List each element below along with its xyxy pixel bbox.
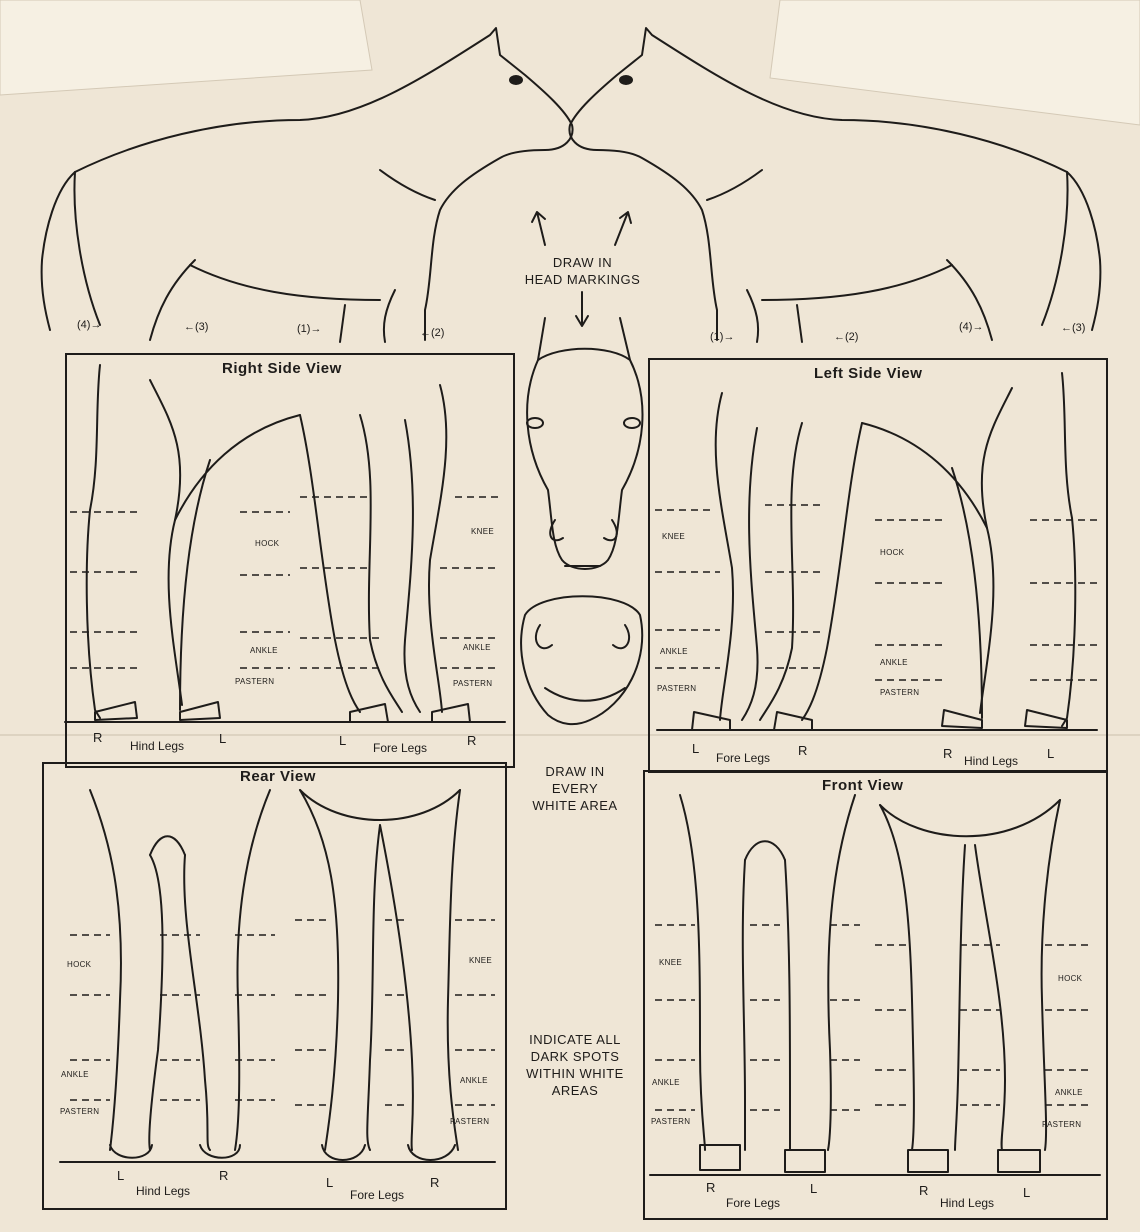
right-horse-marker-3: ←(3) <box>184 321 208 333</box>
rear-ankle-fore-label: ANKLE <box>460 1076 488 1085</box>
arrow-to-face <box>576 292 588 326</box>
left-horse-fore-leg-b <box>747 290 758 342</box>
front-knee-label: KNEE <box>659 958 682 967</box>
right-side-hind-l: L <box>219 731 226 746</box>
right-horse-eye <box>510 76 522 84</box>
face-eye-right <box>624 418 640 428</box>
left-horse-marker-1: (1)→ <box>710 331 734 343</box>
left-side-hind-r: R <box>943 746 952 761</box>
right-horse-marker-4: (4)→ <box>77 319 101 331</box>
front-fore-r: R <box>706 1180 715 1195</box>
left-horse-marker-3: ←(3) <box>1061 322 1085 334</box>
left-side-pastern-fore-label: PASTERN <box>657 684 696 693</box>
arrow-to-right-head <box>532 212 545 245</box>
left-side-knee-label: KNEE <box>662 532 685 541</box>
left-horse-marker-4: (4)→ <box>959 321 983 333</box>
left-side-hind-caption: Hind Legs <box>964 754 1018 768</box>
instruction-head-markings: DRAW IN HEAD MARKINGS <box>515 254 650 288</box>
rear-pastern-hind-label: PASTERN <box>60 1107 99 1116</box>
paper-sheet-right <box>770 0 1140 125</box>
right-side-fore-r: R <box>467 733 476 748</box>
front-hind-l: L <box>1023 1185 1030 1200</box>
muzzle-nostrils <box>536 625 629 648</box>
right-side-knee-label: KNEE <box>471 527 494 536</box>
face-eye-left <box>527 418 543 428</box>
right-side-ankle-hind-label: ANKLE <box>250 646 278 655</box>
left-side-pastern-hind-label: PASTERN <box>880 688 919 697</box>
front-ankle-fore-label: ANKLE <box>652 1078 680 1087</box>
left-side-ankle-hind-label: ANKLE <box>880 658 908 667</box>
face-nostrils <box>550 520 617 540</box>
left-side-hock-label: HOCK <box>880 548 904 557</box>
left-side-fore-r: R <box>798 743 807 758</box>
rear-ankle-hind-label: ANKLE <box>61 1070 89 1079</box>
right-side-pastern-hind-label: PASTERN <box>235 677 274 686</box>
rear-view-panel <box>42 762 507 1210</box>
front-view-title: Front View <box>822 777 903 794</box>
front-fore-caption: Fore Legs <box>726 1196 780 1210</box>
left-side-fore-l: L <box>692 741 699 756</box>
right-horse-fore-leg-a <box>340 305 345 342</box>
left-horse-fore-leg-a <box>797 305 802 342</box>
rear-fore-caption: Fore Legs <box>350 1188 404 1202</box>
left-horse-eye <box>620 76 632 84</box>
left-horse-marker-2: ←(2) <box>834 331 858 343</box>
muzzle-lip <box>545 688 625 701</box>
right-horse-fore-leg-b <box>384 290 395 342</box>
front-pastern-fore-label: PASTERN <box>651 1117 690 1126</box>
right-side-view-title: Right Side View <box>222 360 342 377</box>
rear-hock-label: HOCK <box>67 960 91 969</box>
front-hind-r: R <box>919 1183 928 1198</box>
rear-view-title: Rear View <box>240 768 316 785</box>
right-horse-marker-1: (1)→ <box>297 323 321 335</box>
right-side-hind-r: R <box>93 730 102 745</box>
left-side-fore-caption: Fore Legs <box>716 751 770 765</box>
right-horse-tail-inner <box>74 172 100 325</box>
front-ankle-hind-label: ANKLE <box>1055 1088 1083 1097</box>
right-horse-tail <box>42 172 75 330</box>
rear-knee-label: KNEE <box>469 956 492 965</box>
right-side-pastern-fore-label: PASTERN <box>453 679 492 688</box>
left-side-hind-l: L <box>1047 746 1054 761</box>
left-horse-belly <box>762 265 952 300</box>
left-side-view-panel <box>648 358 1108 773</box>
left-horse-tail <box>1067 172 1100 330</box>
front-view-panel <box>643 770 1108 1220</box>
right-side-fore-caption: Fore Legs <box>373 741 427 755</box>
front-hind-caption: Hind Legs <box>940 1196 994 1210</box>
rear-hind-caption: Hind Legs <box>136 1184 190 1198</box>
right-horse-belly <box>190 265 380 300</box>
instruction-dark-spots: INDICATE ALL DARK SPOTS WITHIN WHITE ARE… <box>510 1031 640 1099</box>
rear-pastern-fore-label: PASTERN <box>450 1117 489 1126</box>
face-outline <box>527 349 642 569</box>
right-side-view-panel <box>65 353 515 768</box>
instruction-every-white-area: DRAW IN EVERY WHITE AREA <box>515 763 635 814</box>
left-horse-tail-inner <box>1042 172 1068 325</box>
front-pastern-hind-label: PASTERN <box>1042 1120 1081 1129</box>
arrow-to-left-head <box>615 212 631 245</box>
rear-hind-l: L <box>117 1168 124 1183</box>
left-side-ankle-fore-label: ANKLE <box>660 647 688 656</box>
rear-fore-r: R <box>430 1175 439 1190</box>
front-hock-label: HOCK <box>1058 974 1082 983</box>
front-fore-l: L <box>810 1181 817 1196</box>
left-side-view-title: Left Side View <box>814 365 922 382</box>
right-side-ankle-fore-label: ANKLE <box>463 643 491 652</box>
paper-sheet-left <box>0 0 372 95</box>
right-side-fore-l: L <box>339 733 346 748</box>
right-horse-shoulder <box>380 170 435 200</box>
right-side-hock-label: HOCK <box>255 539 279 548</box>
rear-hind-r: R <box>219 1168 228 1183</box>
right-horse-marker-2: ←(2) <box>420 327 444 339</box>
rear-fore-l: L <box>326 1175 333 1190</box>
left-horse-shoulder <box>707 170 762 200</box>
muzzle-outline <box>521 596 642 724</box>
right-side-hind-caption: Hind Legs <box>130 739 184 753</box>
